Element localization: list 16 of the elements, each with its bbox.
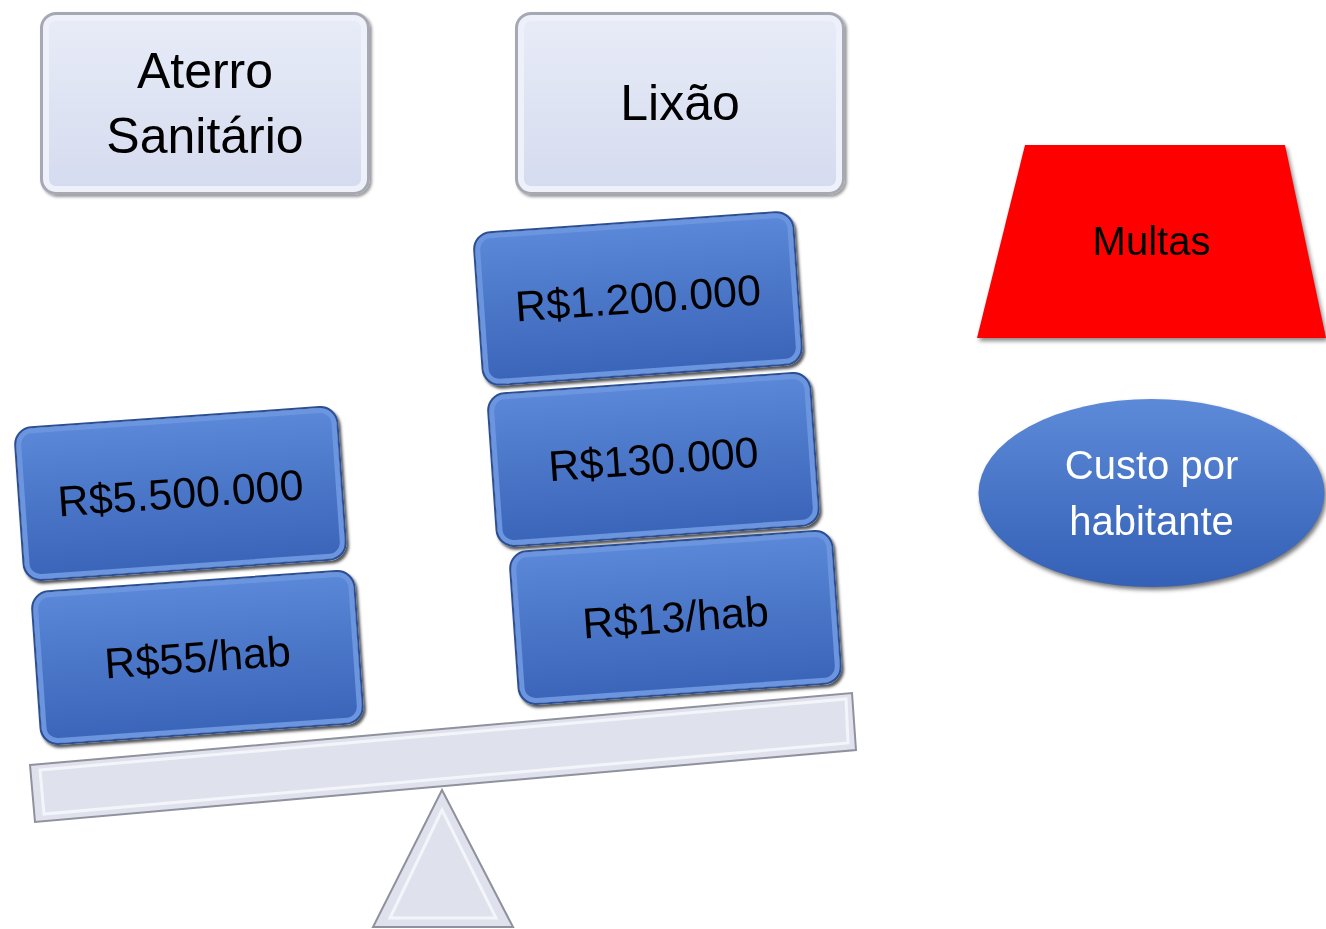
title-text: Aterro Sanitário <box>105 41 305 166</box>
value-text: R$130.000 <box>546 427 760 491</box>
value-text: R$55/hab <box>102 626 292 688</box>
value-block <box>507 528 843 706</box>
value-text: R$5.500.000 <box>55 459 305 527</box>
value-block <box>29 568 365 746</box>
title-box <box>40 12 370 195</box>
value-block <box>485 370 821 548</box>
title-text: Lixão <box>619 74 741 133</box>
label-text: Multas <box>1092 219 1211 264</box>
cost-ellipse <box>977 398 1326 588</box>
label-text: Custo por habitante <box>1063 442 1240 545</box>
value-text: R$13/hab <box>580 586 770 648</box>
title-box <box>515 12 845 195</box>
value-text: R$1.200.000 <box>513 264 763 332</box>
penalty-trapezoid <box>977 145 1326 338</box>
